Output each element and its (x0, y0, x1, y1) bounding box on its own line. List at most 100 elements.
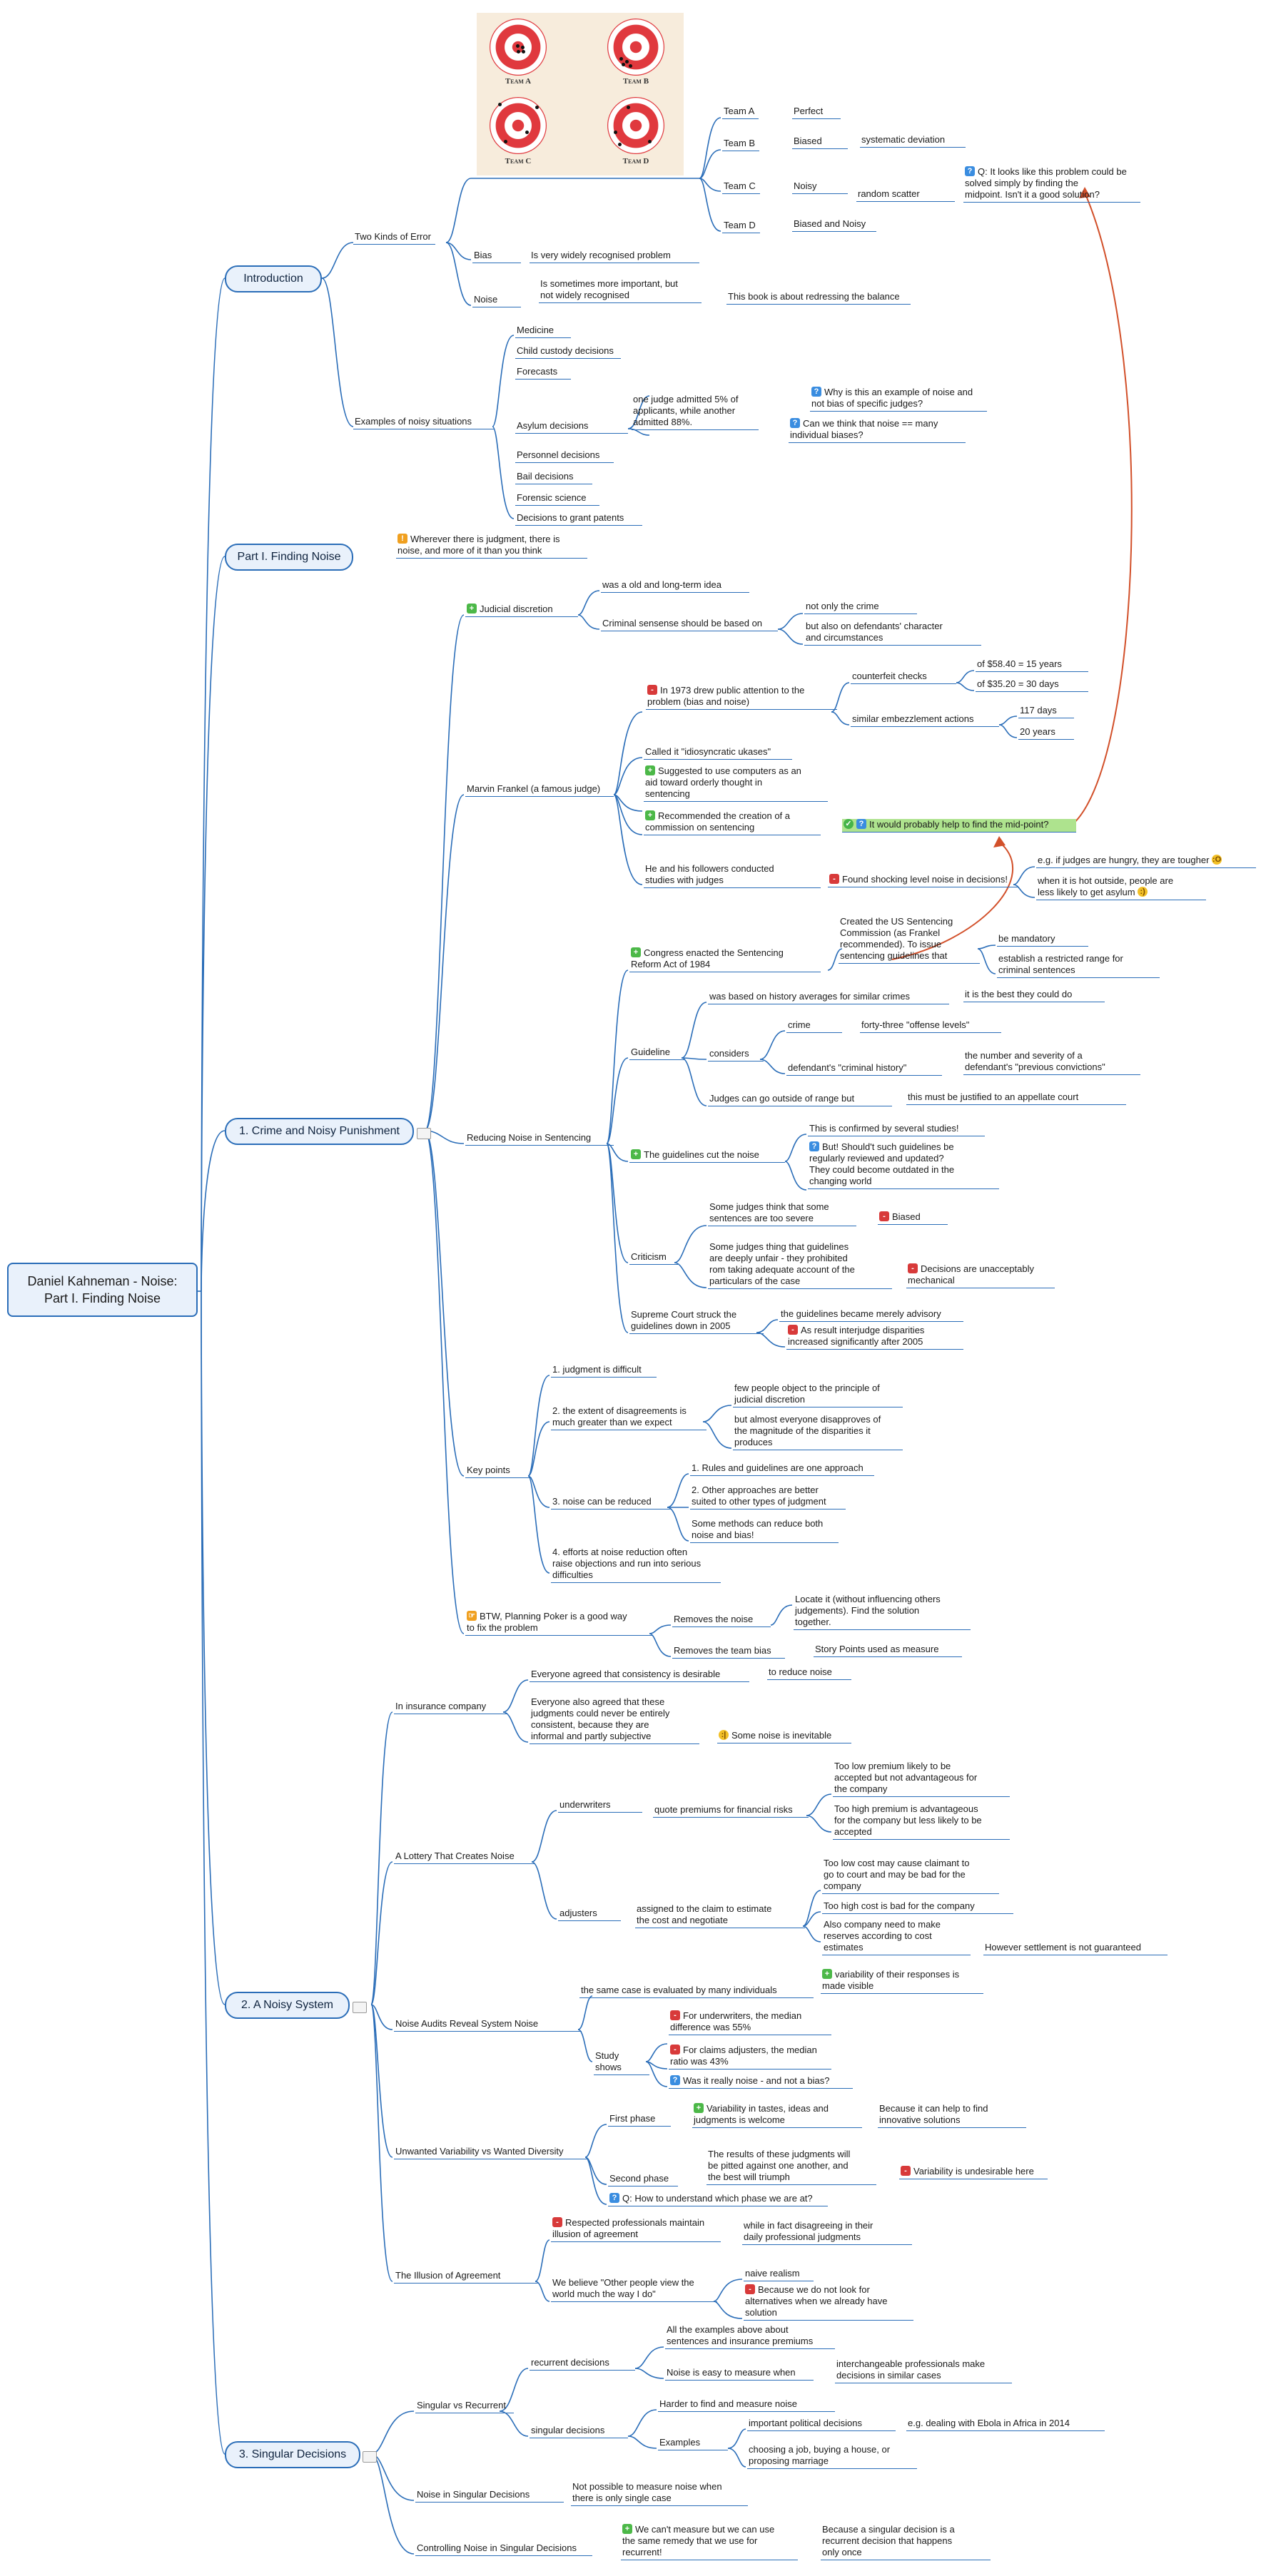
node-averages[interactable]: was based on history averages for simila… (708, 991, 949, 1004)
node-first[interactable]: First phase (608, 2113, 671, 2127)
example-item[interactable]: Medicine (515, 325, 571, 338)
example-item[interactable]: Bail decisions (515, 471, 592, 484)
node-assigned[interactable]: assigned to the claim to estimate the co… (635, 1903, 805, 1928)
node-high-cost[interactable]: Too high cost is bad for the company (822, 1900, 1013, 1914)
node-not-only[interactable]: not only the crime (804, 601, 917, 614)
node-noise[interactable]: Noise (472, 294, 521, 307)
node-guideline[interactable]: Guideline (629, 1047, 685, 1060)
node-removes-bias[interactable]: Removes the team bias (672, 1645, 785, 1659)
node-examples[interactable]: Examples of noisy situations (353, 416, 495, 429)
node-k2b[interactable]: but almost everyone disapproves of the m… (733, 1414, 903, 1450)
root-topic[interactable]: Daniel Kahneman - Noise: Part I. Finding… (7, 1263, 198, 1317)
node-variability[interactable]: +variability of their responses is made … (821, 1969, 983, 1994)
node-frankel[interactable]: Marvin Frankel (a famous judge) (465, 783, 614, 797)
node-high-prem[interactable]: Too high premium is advantageous for the… (833, 1803, 1010, 1840)
node-followers[interactable]: He and his followers conducted studies w… (644, 863, 821, 888)
node-biased-crit[interactable]: -Biased (878, 1211, 948, 1225)
node-c2[interactable]: of $35.20 = 30 days (976, 678, 1088, 692)
node-adjusters[interactable]: adjusters (558, 1908, 621, 1921)
node-believe[interactable]: We believe "Other people view the world … (551, 2277, 717, 2302)
note-icon[interactable] (353, 2002, 367, 2013)
node-study[interactable]: Study shows (594, 2050, 649, 2075)
node-inevitable[interactable]: :|Some noise is inevitable (717, 1730, 851, 1743)
node-team-b[interactable]: Team B (722, 138, 760, 151)
node-k3[interactable]: 3. noise can be reduced (551, 1496, 671, 1510)
node-book[interactable]: This book is about redressing the balanc… (726, 291, 911, 305)
node-s2[interactable]: -For claims adjusters, the median ratio … (669, 2045, 831, 2070)
node-k2[interactable]: 2. the extent of disagreements is much g… (551, 1405, 707, 1430)
node-s3[interactable]: ?Was it really noise - and not a bias? (669, 2075, 853, 2089)
example-item[interactable]: Forecasts (515, 366, 571, 380)
node-mechanical[interactable]: -Decisions are unacceptably mechanical (906, 1263, 1055, 1288)
node-e1[interactable]: 117 days (1018, 705, 1074, 718)
note-icon[interactable] (363, 2451, 377, 2463)
node-because-singular[interactable]: Because a singular decision is a recurre… (821, 2524, 991, 2560)
example-item[interactable]: Asylum decisions (515, 420, 628, 434)
node-reducing[interactable]: Reducing Noise in Sentencing (465, 1132, 614, 1146)
topic-singular[interactable]: 3. Singular Decisions (225, 2441, 360, 2468)
node-phase-q[interactable]: ?Q: How to understand which phase we are… (608, 2193, 828, 2206)
node-systematic[interactable]: systematic deviation (860, 134, 966, 148)
topic-introduction[interactable]: Introduction (225, 265, 322, 292)
node-job[interactable]: choosing a job, buying a house, or propo… (747, 2444, 917, 2469)
example-item[interactable]: Child custody decisions (515, 345, 621, 359)
node-tastes[interactable]: +Variability in tastes, ideas and judgme… (692, 2103, 862, 2128)
node-history[interactable]: defendant's "criminal history" (786, 1062, 942, 1076)
example-item[interactable]: Forensic science (515, 492, 599, 506)
node-not-possible[interactable]: Not possible to measure noise when there… (571, 2481, 748, 2506)
node-drew[interactable]: -In 1973 drew public attention to the pr… (646, 685, 837, 710)
topic-noisy-system[interactable]: 2. A Noisy System (225, 1992, 350, 2019)
node-removes-noise[interactable]: Removes the noise (672, 1614, 771, 1627)
node-bias[interactable]: Bias (472, 250, 521, 263)
node-insurance[interactable]: In insurance company (394, 1701, 507, 1714)
node-perfect[interactable]: Perfect (792, 106, 841, 119)
topic-crime[interactable]: 1. Crime and Noisy Punishment (225, 1118, 414, 1145)
node-reduce[interactable]: to reduce noise (767, 1666, 851, 1680)
example-item[interactable]: Personnel decisions (515, 449, 614, 463)
node-story[interactable]: Story Points used as measure (814, 1644, 962, 1657)
node-k3a[interactable]: 1. Rules and guidelines are one approach (690, 1462, 874, 1476)
node-hot-outside[interactable]: when it is hot outside, people are less … (1036, 875, 1206, 900)
node-key[interactable]: Key points (465, 1465, 532, 1478)
node-quote[interactable]: quote premiums for financial risks (653, 1804, 809, 1818)
node-k3c[interactable]: Some methods can reduce both noise and b… (690, 1518, 839, 1543)
node-but-should[interactable]: ?But! Should't such guidelines be regula… (808, 1141, 999, 1189)
node-criticism[interactable]: Criticism (629, 1251, 678, 1265)
node-severe[interactable]: Some judges think that some sentences ar… (708, 1201, 856, 1226)
node-k4[interactable]: 4. efforts at noise reduction often rais… (551, 1547, 721, 1583)
node-two-kinds[interactable]: Two Kinds of Error (353, 231, 435, 245)
node-ebola[interactable]: e.g. dealing with Ebola in Africa in 201… (906, 2418, 1105, 2431)
node-disagree[interactable]: while in fact disagreeing in their daily… (742, 2220, 912, 2245)
node-asylum-q2[interactable]: ?Can we think that noise == many individ… (789, 418, 966, 443)
node-midpoint[interactable]: ✓?It would probably help to find the mid… (842, 819, 1076, 833)
node-computers[interactable]: +Suggested to use computers as an aid to… (644, 765, 828, 802)
node-settlement[interactable]: However settlement is not guaranteed (983, 1942, 1168, 1955)
node-reserves[interactable]: Also company need to make reserves accor… (822, 1919, 971, 1955)
node-everyone2[interactable]: Everyone also agreed that these judgment… (530, 1696, 699, 1744)
node-easy[interactable]: Noise is easy to measure when (665, 2367, 814, 2381)
node-innovative[interactable]: Because it can help to find innovative s… (878, 2103, 1026, 2128)
node-convictions[interactable]: the number and severity of a defendant's… (963, 1050, 1140, 1075)
node-crime[interactable]: crime (786, 1019, 842, 1033)
node-low-cost[interactable]: Too low cost may cause claimant to go to… (822, 1858, 999, 1894)
node-bias-desc[interactable]: Is very widely recognised problem (530, 250, 699, 263)
node-hungry[interactable]: e.g. if judges are hungry, they are toug… (1036, 855, 1256, 868)
topic-part1[interactable]: Part I. Finding Noise (225, 544, 353, 571)
node-unfair[interactable]: Some judges thing that guidelines are de… (708, 1241, 892, 1289)
node-c1[interactable]: of $58.40 = 15 years (976, 658, 1088, 672)
node-recurrent[interactable]: recurrent decisions (530, 2357, 635, 2371)
node-disparities[interactable]: -As result interjudge disparities increa… (786, 1325, 963, 1350)
node-confirmed[interactable]: This is confirmed by several studies! (808, 1123, 985, 1136)
node-biased-noisy[interactable]: Biased and Noisy (792, 218, 876, 232)
node-asylum-q1[interactable]: ?Why is this an example of noise and not… (810, 387, 987, 412)
node-supreme[interactable]: Supreme Court struck the guidelines down… (629, 1309, 764, 1334)
node-svr[interactable]: Singular vs Recurrent (415, 2400, 514, 2413)
node-everyone[interactable]: Everyone agreed that consistency is desi… (530, 1669, 749, 1682)
node-s1[interactable]: -For underwriters, the median difference… (669, 2010, 831, 2035)
node-considers[interactable]: considers (708, 1048, 764, 1062)
node-idiosyncratic[interactable]: Called it "idiosyncratic ukases" (644, 746, 792, 760)
node-low-prem[interactable]: Too low premium likely to be accepted bu… (833, 1761, 1010, 1797)
node-embezzle[interactable]: similar embezzlement actions (851, 713, 999, 727)
node-alternatives[interactable]: -Because we do not look for alternatives… (744, 2284, 913, 2321)
node-range[interactable]: establish a restricted range for crimina… (997, 953, 1160, 978)
